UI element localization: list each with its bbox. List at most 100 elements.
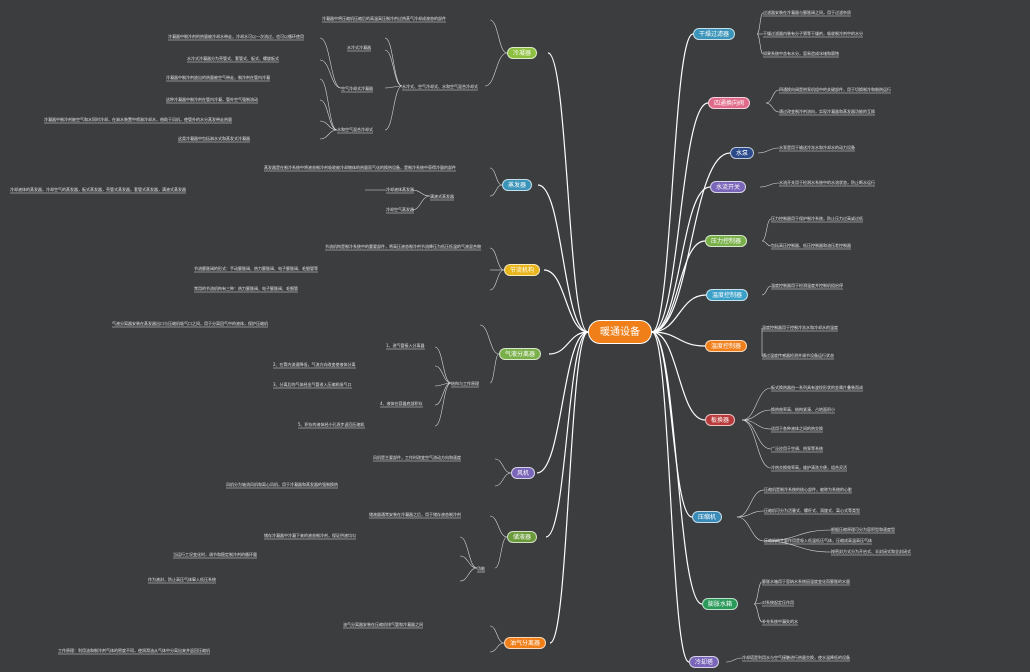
connector-line [763, 529, 832, 542]
connector-line [489, 19, 508, 54]
leaf-text: 补充系统中漏失的水 [762, 619, 798, 624]
branch-filter-drier[interactable]: 干燥过滤器 [693, 28, 736, 40]
branch-fan[interactable]: 风机 [511, 467, 536, 479]
branch-temp-controller-1[interactable]: 温度控制器 [706, 289, 749, 301]
leaf-text: 冷却液体的蒸发器，冷却空气的蒸发器，板式蒸发器，壳管式蒸发器，套管式蒸发器，满液… [10, 187, 186, 192]
leaf-text: 气液分离器安装在蒸发器出口与压缩机吸气口之间，用于分离回气中的液体，保护压缩机 [112, 321, 268, 326]
branch-evaporator[interactable]: 蒸发器 [502, 179, 533, 191]
connector-line [459, 536, 478, 569]
branch-gas-liquid-separator[interactable]: 气液分离器 [499, 348, 542, 360]
connector-line [741, 409, 772, 421]
connector-line [319, 37, 342, 89]
leaf-text: 2、在筒内流速降低，气流方向改变使液体分离 [273, 362, 356, 367]
leaf-text: 对系统起定压作用 [762, 600, 794, 605]
connector-line [411, 189, 431, 197]
branch-flow-switch[interactable]: 水流开关 [710, 181, 747, 193]
branch-four-way-valve[interactable]: 四通换向阀 [708, 97, 751, 109]
sub-function[interactable]: 功能 [477, 566, 485, 571]
branch-water-pump[interactable]: 水泵 [730, 147, 755, 159]
leaf-text: 这种冷凝器中制冷剂在管内冷凝，管外空气强制流动 [166, 97, 258, 102]
connector-line [536, 331, 589, 474]
leaf-text: 空气冷却式冷凝器 [341, 86, 373, 91]
connector-line [537, 184, 589, 333]
connector-line [489, 247, 505, 271]
branch-plate-exchanger[interactable]: 板换器 [705, 414, 736, 426]
connector-line [494, 536, 508, 569]
connector-line [761, 218, 772, 242]
connector-line [651, 294, 707, 333]
leaf-text: 水冷式冷凝器分为壳管式、套管式、板式、螺旋板式 [187, 56, 279, 61]
connector-line [547, 52, 589, 333]
connector-line [434, 382, 452, 406]
connector-line [549, 331, 589, 644]
leaf-text: 冷凝器中制冷剂放出的热量被空气带走，制冷剂在管内冷凝 [166, 75, 270, 80]
connector-line [384, 85, 403, 131]
connector-line [759, 182, 780, 188]
branch-condenser[interactable]: 冷凝器 [507, 47, 538, 59]
leaf-text: 广泛应用于空调、热泵等系统 [771, 446, 823, 451]
connector-line [651, 102, 709, 333]
leaf-text: 压缩机的主要作用是吸入低温低压气体，压缩成高温高压气体 [764, 538, 872, 543]
branch-cooling-tower[interactable]: 冷却塔 [689, 656, 720, 668]
branch-expansion-tank[interactable]: 膨胀水箱 [702, 598, 739, 610]
leaf-text: 板式换热器由一系列具有波纹形状的金属片叠装而成 [771, 385, 863, 390]
leaf-text: 风机分为轴流风机和离心风机，用于冷凝器和蒸发器的强制换热 [226, 482, 338, 487]
connector-line [489, 269, 505, 291]
leaf-text: 四通换向阀是热泵机组中的关键部件，用于切换制冷和制热运行 [779, 87, 891, 92]
connector-line [434, 346, 452, 384]
leaf-text: 通过温度传感器检测并调节设备运行状态 [762, 353, 834, 358]
leaf-text: 水泵是用于输送冷冻水和冷却水的动力设备 [779, 145, 855, 150]
connector-line [753, 602, 763, 605]
sub-flooded-evaporator[interactable]: 满液式蒸发器 [430, 194, 454, 199]
leaf-text: 工作原理：利用油和制冷剂气体的密度不同，使润滑油从气体中分离出来并返回压缩机 [58, 648, 210, 653]
leaf-text: 包括高压控制器、低压控制器和油压差控制器 [771, 243, 851, 248]
leaf-text: 1、进气管接入分离器 [386, 343, 425, 348]
branch-oil-separator[interactable]: 油气分离器 [504, 637, 547, 649]
leaf-text: 冷却空气蒸发器 [386, 207, 414, 212]
connector-line [494, 458, 512, 474]
center-topic[interactable]: 暖通设备 [588, 320, 652, 344]
connector-line [489, 515, 508, 538]
branch-throttle[interactable]: 节流机构 [504, 264, 541, 276]
connector-line [434, 365, 452, 384]
connector-line [543, 269, 589, 333]
branch-pressure-controller[interactable]: 压力控制器 [705, 235, 748, 247]
leaf-text: 按密封方式分为开启式、半封闭式和全封闭式 [831, 549, 911, 554]
connector-line [545, 331, 589, 538]
connector-line [489, 353, 500, 384]
connector-line [753, 581, 763, 605]
leaf-text: 如果系统中含有水分，容易造成冰堵和腐蚀 [763, 51, 839, 56]
connector-line [384, 49, 403, 87]
leaf-text: 4、液体在容器底部积存 [380, 401, 423, 406]
branch-compressor[interactable]: 压缩机 [692, 511, 723, 523]
connector-line [489, 167, 503, 186]
leaf-text: 冷热交换效率高，维护清洗方便，组合灵活 [771, 465, 847, 470]
leaf-text: 冷却塔是利用水与空气接触进行热量交换，使水温降低的设备 [742, 655, 850, 660]
leaf-text: 储液器通常安装在冷凝器之后，用于储存液态制冷剂 [369, 512, 461, 517]
leaf-text: 节流膨胀阀的形式：手动膨胀阀、热力膨胀阀、电子膨胀阀、毛细管等 [194, 266, 318, 271]
leaf-text: 水和空气混合冷却式 [337, 127, 373, 132]
branch-receiver[interactable]: 储液器 [507, 531, 538, 543]
sub-condenser-types[interactable]: 水冷式、空气冷却式、水和空气混合冷却式 [402, 84, 478, 89]
leaf-text: 冷凝器中制冷剂的热量被冷却水带走，冷却水可以一次流过，也可以循环使用 [168, 34, 304, 39]
leaf-text: 油气分离器安装在压缩机排气管和冷凝器之间 [343, 622, 423, 627]
leaf-text: 蒸发器是在制冷系统中将液态制冷剂吸收被冷却物体的热量而气化的换热设备，是制冷系统… [264, 165, 456, 170]
leaf-text: 压缩机可分为活塞式、螺杆式、涡旋式、离心式等类型 [764, 508, 860, 513]
leaf-text: 冷凝器中制冷剂被空气和水同时冷却，在淋水装置中喷淋冷却水，借助于风机，使管外的水… [44, 117, 232, 122]
connector-line [489, 625, 505, 644]
connector-line [756, 33, 764, 55]
connector-line [319, 59, 342, 89]
connector-line [319, 99, 338, 131]
leaf-text: 节流机构是制冷系统中的重要部件，将高压液态制冷剂节流降压为低压低温的气液混合物 [325, 244, 481, 249]
leaf-text: 作为液封，防止高压气体窜入低压系统 [148, 577, 216, 582]
leaf-text: 当运行工况变化时，调节和稳定制冷剂的循环量 [173, 552, 257, 557]
connector-line [725, 657, 743, 663]
branch-temp-controller-2[interactable]: 温度控制器 [705, 340, 748, 352]
leaf-text: 温度控制器用于控制冷冻水和冷却水的温度 [762, 325, 838, 330]
sub-structure[interactable]: 结构与工作原理 [451, 381, 479, 386]
leaf-text: 冷凝器中将压缩机压缩后的高温高压制冷剂过热蒸气冷却成液态的部件 [322, 16, 446, 21]
leaf-text: 换热效率高、结构紧凑、占地面积小 [771, 407, 835, 412]
connector-line [651, 240, 706, 333]
